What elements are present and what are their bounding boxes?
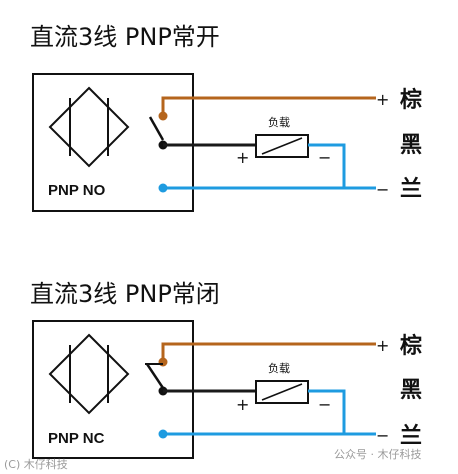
load-minus-no: − <box>318 148 331 167</box>
supply-minus-nc: − <box>376 426 389 445</box>
load-slash-no <box>261 137 303 155</box>
supply-minus-no: − <box>376 180 389 199</box>
brown-terminal-nc <box>158 357 168 367</box>
load-minus-nc: − <box>318 395 331 414</box>
wire-label-black-no: 黑 <box>400 133 422 158</box>
diagram-pnp-no: 直流3线 PNP常开 PNP NO 负载 + − + 棕 黑 − <box>30 23 422 212</box>
load-label-nc: 负载 <box>268 361 290 375</box>
wire-label-blue-no: 兰 <box>400 176 422 202</box>
diagram-title-no: 直流3线 PNP常开 <box>30 23 220 51</box>
watermark-right: 公众号 · 木仔科技 <box>334 447 422 461</box>
watermark-left: (C) 木仔科技 <box>4 457 68 471</box>
brown-wire-nc <box>161 342 376 362</box>
diagram-pnp-nc: 直流3线 PNP常闭 PNP NC 负载 + − + 棕 黑 − 兰 <box>30 280 422 459</box>
supply-plus-no: + <box>376 90 389 109</box>
blue-terminal-nc <box>158 429 168 439</box>
sensor-box-no <box>32 73 194 212</box>
wire-label-brown-nc: 棕 <box>400 333 422 359</box>
supply-plus-nc: + <box>376 336 389 355</box>
wire-label-brown-no: 棕 <box>400 87 422 113</box>
load-return-wire-nc <box>308 389 346 434</box>
sensor-label-nc: PNP NC <box>48 430 105 447</box>
diagram-title-nc: 直流3线 PNP常闭 <box>30 280 220 308</box>
load-return-wire-no <box>308 143 346 188</box>
load-slash-nc <box>261 383 303 401</box>
load-plus-no: + <box>236 148 249 167</box>
wire-label-black-nc: 黑 <box>400 378 422 403</box>
switch-contact-no <box>148 116 165 141</box>
brown-terminal-no <box>158 111 168 121</box>
wire-label-blue-nc: 兰 <box>400 423 422 449</box>
proximity-sensor-icon <box>48 86 130 168</box>
blue-terminal-no <box>158 183 168 193</box>
brown-wire-no <box>161 96 376 116</box>
sensor-label-no: PNP NO <box>48 182 106 199</box>
load-label-no: 负载 <box>268 115 290 129</box>
proximity-sensor-icon <box>48 333 130 415</box>
load-plus-nc: + <box>236 395 249 414</box>
switch-contact-nc <box>145 363 165 389</box>
